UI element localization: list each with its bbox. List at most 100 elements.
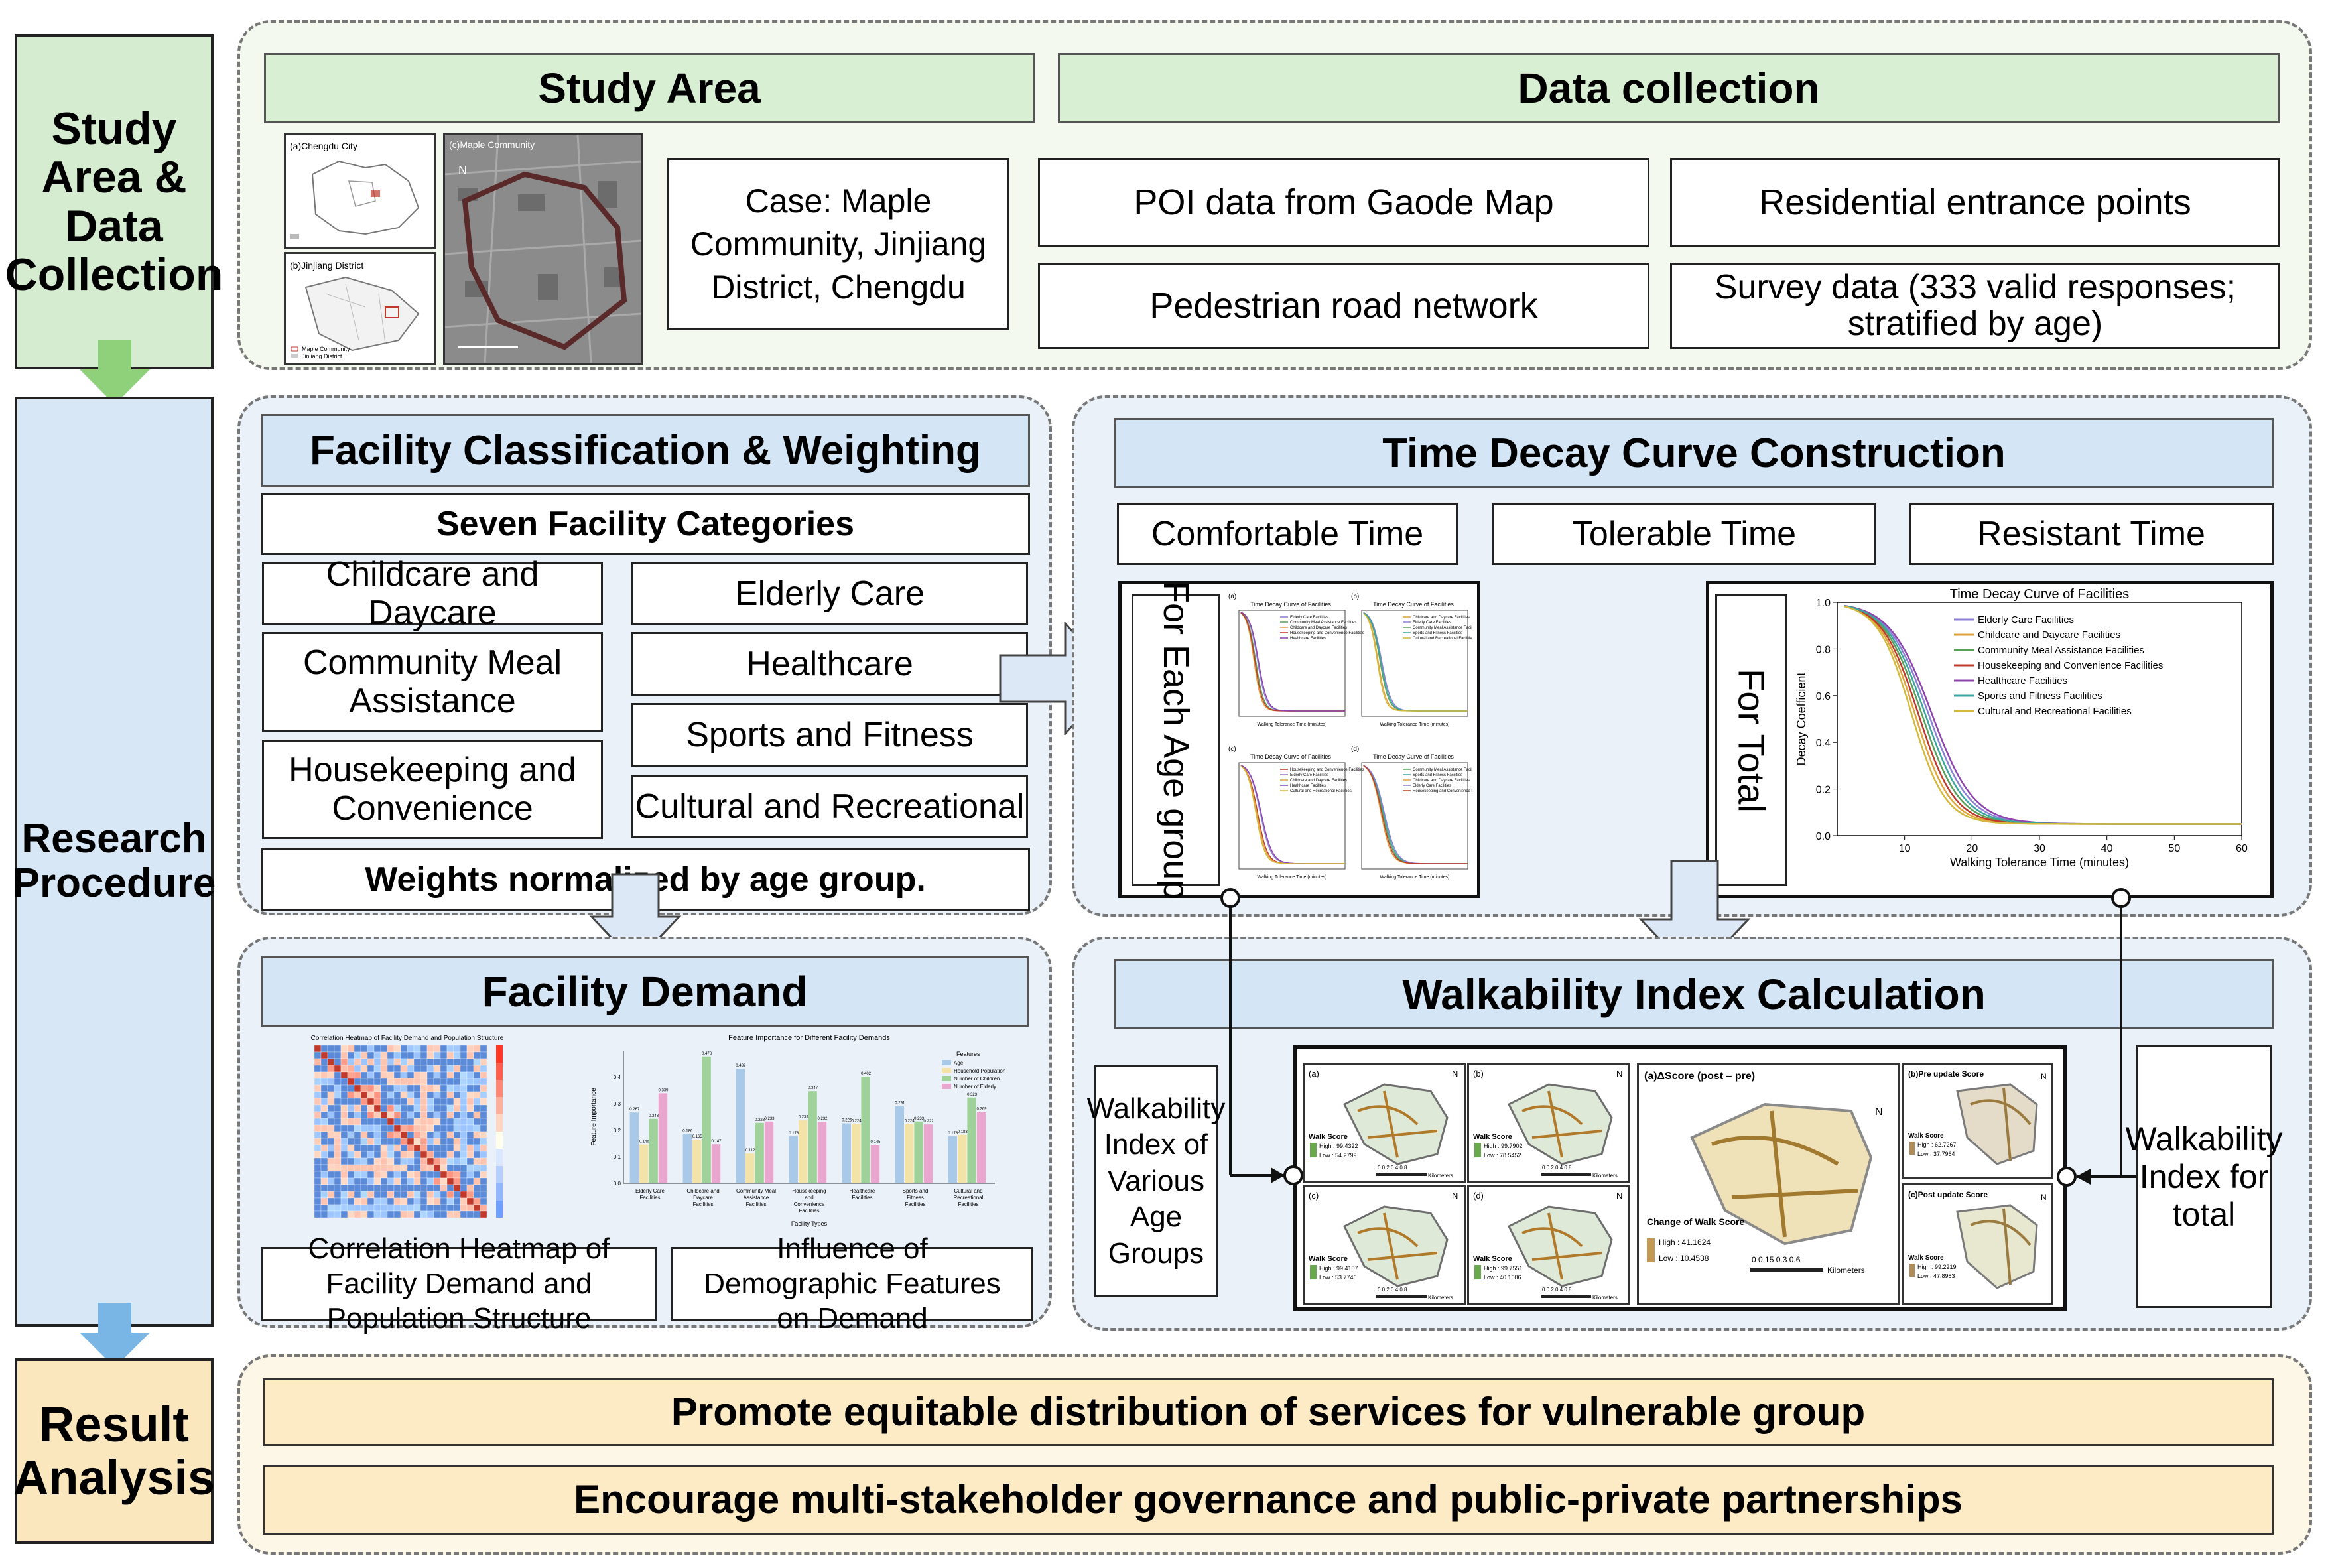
walk-map-d-high: High : 99.7551 xyxy=(1484,1265,1523,1272)
walk-map-a-low: Low : 54.2799 xyxy=(1319,1152,1357,1159)
bar-category-label: Cultural and xyxy=(954,1188,982,1194)
svg-text:N: N xyxy=(1875,1106,1883,1118)
total-label: For Total xyxy=(1730,668,1773,813)
legend-label: Sports and Fitness Facilities xyxy=(1978,690,2102,702)
category-housekeeping-text: Housekeeping and Convenience xyxy=(289,750,576,828)
total-container xyxy=(1706,581,2274,898)
bar-value-label: 0.178 xyxy=(948,1132,958,1136)
age-legend-label: Sports and Fitness Facilities xyxy=(1413,773,1462,777)
age-panel-title: Time Decay Curve of Facilities xyxy=(1373,601,1454,608)
bar xyxy=(948,1136,957,1183)
walk-map-a: (a) N Walk Score High : 99.4322 Low : 54… xyxy=(1303,1063,1466,1183)
bar-y-tick: 0.0 xyxy=(614,1181,621,1187)
bar-legend-label: Age xyxy=(954,1060,964,1066)
age-legend-label: Housekeeping and Convenience Facilities xyxy=(1290,631,1364,635)
y-tick-label: 0.4 xyxy=(1816,738,1831,749)
category-meal: Community Meal Assistance xyxy=(262,632,603,732)
walk-map-d-title: Walk Score xyxy=(1473,1255,1512,1263)
delta-scale: 0 0.15 0.3 0.6 xyxy=(1752,1255,1801,1264)
bar-value-label: 0.224 xyxy=(905,1119,915,1123)
bar-category-label: Convenience xyxy=(794,1201,825,1207)
caption-bar: Influence of Demographic Features on Dem… xyxy=(671,1232,1033,1335)
y-tick-label: 1.0 xyxy=(1816,598,1831,609)
time-tolerable: Tolerable Time xyxy=(1492,503,1876,565)
heatmap-colorbar xyxy=(496,1149,503,1166)
demand-header: Facility Demand xyxy=(261,956,1029,1027)
age-panel-label: (d) xyxy=(1351,746,1359,753)
bar-legend-swatch xyxy=(942,1084,951,1089)
age-panel-label: (c) xyxy=(1228,746,1236,753)
post-low: Low : 47.8983 xyxy=(1917,1273,1955,1279)
walk-map-c-label: (c) xyxy=(1309,1191,1319,1201)
bar-x-label: Facility Types xyxy=(791,1220,828,1227)
age-series-line xyxy=(1240,765,1345,864)
data-collection-header: Data collection xyxy=(1058,53,2280,123)
walk-map-a-km: Kilometers xyxy=(1428,1173,1453,1179)
walk-map-b: (b) N Walk Score High : 99.7902 Low : 78… xyxy=(1467,1063,1630,1183)
heatmap-colorbar xyxy=(496,1097,503,1114)
facility-subtitle-text: Seven Facility Categories xyxy=(436,504,855,543)
bar-value-label: 0.222 xyxy=(923,1120,934,1124)
walk-map-d-km: Kilometers xyxy=(1592,1295,1618,1301)
svg-text:N: N xyxy=(2041,1193,2047,1202)
age-legend-label: Community Meal Assistance Facilities xyxy=(1413,768,1472,772)
walk-map-b-label: (b) xyxy=(1473,1069,1484,1078)
walk-map-d: (d) N Walk Score High : 99.7551 Low : 40… xyxy=(1467,1185,1630,1305)
bar-category-label: Fitness xyxy=(907,1195,924,1201)
bar-category-label: Facilities xyxy=(958,1201,978,1207)
category-sports-text: Sports and Fitness xyxy=(686,715,974,754)
bar-value-label: 0.178 xyxy=(789,1132,799,1136)
phase-research-label: Research Procedure xyxy=(12,816,216,906)
bar-category-label: Facilities xyxy=(905,1201,925,1207)
bar-legend-label: Number of Children xyxy=(954,1076,1000,1082)
walkability-total-label-box: Walkability Index for total xyxy=(2125,1045,2283,1308)
age-legend-label: Healthcare Facilities xyxy=(1290,637,1326,641)
bar-value-label: 0.233 xyxy=(764,1117,775,1121)
data-item-road-text: Pedestrian road network xyxy=(1149,285,1538,326)
age-panel-label: (b) xyxy=(1351,593,1359,600)
bar xyxy=(639,1144,649,1183)
total-label-box: For Total xyxy=(1715,594,1787,886)
walk-map-d-label: (d) xyxy=(1473,1191,1484,1201)
result-equitable-text: Promote equitable distribution of servic… xyxy=(671,1390,1866,1435)
walk-map-a-scale: 0 0.2 0.4 0.8 xyxy=(1378,1165,1407,1171)
bar xyxy=(967,1097,976,1183)
post-walk-score: Walk Score xyxy=(1908,1254,1944,1262)
bar-chart-title: Feature Importance for Different Facilit… xyxy=(728,1034,890,1042)
bar-value-label: 0.432 xyxy=(736,1064,746,1068)
bar-y-tick: 0.3 xyxy=(614,1101,621,1107)
arrow-down-green xyxy=(80,340,150,405)
age-legend-label: Elderly Care Facilities xyxy=(1413,621,1451,625)
svg-text:N: N xyxy=(1452,1069,1458,1078)
bar-category-label: Sports and xyxy=(903,1188,929,1194)
bar-value-label: 0.226 xyxy=(842,1119,852,1123)
age-series-line xyxy=(1240,611,1345,712)
age-panel: (b)Time Decay Curve of FacilitiesChildca… xyxy=(1351,593,1472,727)
delta-high: High : 41.1624 xyxy=(1659,1238,1711,1247)
total-decay-chart: Time Decay Curve of Facilities0.00.20.40… xyxy=(1795,587,2248,869)
x-tick-label: 30 xyxy=(2034,843,2045,854)
y-axis-label: Decay Coefficient xyxy=(1795,673,1808,766)
walk-map-c-low: Low : 53.7746 xyxy=(1319,1274,1357,1281)
legend-label: Childcare and Daycare Facilities xyxy=(1978,629,2120,641)
bar-value-label: 0.112 xyxy=(745,1149,755,1153)
legend-label: Healthcare Facilities xyxy=(1978,675,2067,686)
facility-subtitle: Seven Facility Categories xyxy=(261,493,1030,555)
delta-score-map: (a)ΔScore (post – pre) N Change of Walk … xyxy=(1637,1063,1900,1305)
delta-change-label: Change of Walk Score xyxy=(1647,1216,1745,1227)
bar-legend-label: Household Population xyxy=(954,1068,1005,1074)
map-jinjiang-district: (b)Jinjiang District Maple Community Jin… xyxy=(284,252,436,365)
legend-label: Housekeeping and Convenience Facilities xyxy=(1978,660,2163,671)
y-tick-label: 0.6 xyxy=(1816,691,1831,702)
bar-y-label: Feature Importance xyxy=(590,1088,598,1146)
bar xyxy=(682,1134,692,1183)
age-panel-xlabel: Walking Tolerance Time (minutes) xyxy=(1380,875,1449,880)
map-maple-label: (c)Maple Community xyxy=(449,139,535,150)
time-comfortable: Comfortable Time xyxy=(1117,503,1458,565)
data-item-survey-text: Survey data (333 valid responses; strati… xyxy=(1714,268,2236,343)
age-legend-label: Elderly Care Facilities xyxy=(1290,773,1328,777)
category-sports: Sports and Fitness xyxy=(631,703,1028,767)
x-tick-label: 50 xyxy=(2168,843,2180,854)
correlation-heatmap: Correlation Heatmap of Facility Demand a… xyxy=(311,1035,504,1218)
bar-value-label: 0.233 xyxy=(914,1117,925,1121)
